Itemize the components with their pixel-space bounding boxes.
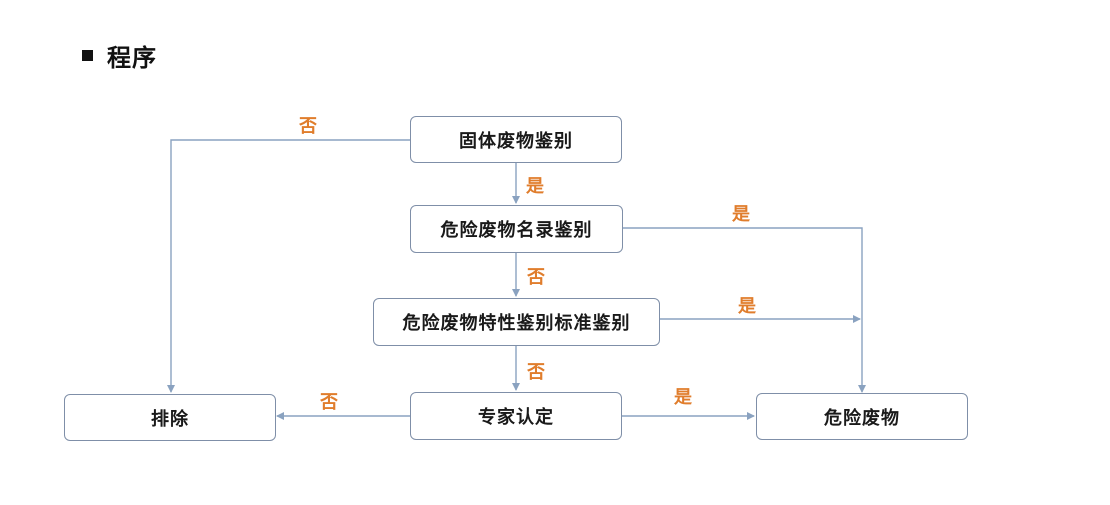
edge-label-characteristic-to-hazard: 是 [738, 296, 756, 317]
square-bullet-icon [82, 50, 93, 61]
node-expert-determination: 专家认定 [410, 392, 622, 440]
node-hazard-list-identification: 危险废物名录鉴别 [410, 205, 623, 253]
edge-label-solid-to-list: 是 [526, 176, 544, 197]
section-heading: 程序 [82, 38, 157, 73]
edge-label-list-to-characteristic: 否 [527, 267, 545, 288]
node-solid-waste-identification: 固体废物鉴别 [410, 116, 622, 163]
node-exclude: 排除 [64, 394, 276, 441]
section-title: 程序 [107, 44, 157, 72]
edge-list-to-hazard [623, 227, 866, 393]
node-hazard-characteristic-identification: 危险废物特性鉴别标准鉴别 [373, 298, 660, 346]
edge-label-solid-to-exclude: 否 [299, 116, 317, 137]
edge-label-characteristic-to-expert: 否 [527, 362, 545, 383]
edge-solid-to-exclude [167, 139, 410, 393]
node-hazardous-waste: 危险废物 [756, 393, 968, 440]
edge-label-expert-to-exclude: 否 [320, 392, 338, 413]
edge-label-list-to-hazard: 是 [732, 204, 750, 225]
edge-label-expert-to-hazard: 是 [674, 387, 692, 408]
